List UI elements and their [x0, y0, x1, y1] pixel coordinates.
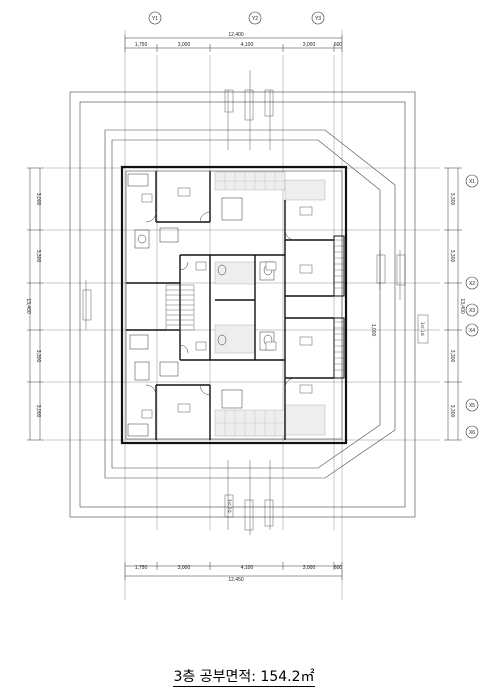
axis-label-y1: Y1 [152, 16, 158, 22]
axis-label-x3: X3 [469, 308, 475, 314]
outer-outlines [69, 91, 416, 518]
building-walls [120, 165, 348, 445]
left-dim-5: 3,000 [35, 405, 41, 418]
right-dim-5: 3,300 [449, 405, 455, 418]
floor-area-caption: 3층 공부면적: 154.2㎡ [0, 666, 488, 687]
door-swings [145, 211, 296, 396]
top-dim-5: 600 [334, 42, 343, 48]
left-dim-4: 3,300 [35, 350, 41, 363]
left-dimension-chain [27, 167, 44, 441]
caption-text: 3층 공부면적: 154.2㎡ [173, 669, 315, 687]
right-dim-4: 3,300 [449, 350, 455, 363]
bottom-dim-3: 4,100 [241, 565, 254, 571]
top-total-dimension: 12,400 [228, 32, 244, 38]
mid-dimension: 1,000 [370, 324, 376, 337]
grid-lines [45, 30, 440, 600]
axis-label-x6: X6 [469, 430, 475, 436]
unit-tag-right: 3rd 1호 [420, 322, 425, 336]
note-blocks [82, 89, 429, 531]
right-dimension-chain [444, 167, 462, 441]
axis-label-x5: X5 [469, 403, 475, 409]
axis-label-x2: X2 [469, 281, 475, 287]
top-dim-3: 4,100 [241, 42, 254, 48]
stair [165, 284, 195, 331]
floor-plan-drawing: Y1 Y2 Y3 X1 X2 X3 X4 X5 X6 12,400 1,750 … [25, 11, 479, 600]
bottom-dim-5: 600 [334, 565, 343, 571]
right-dim-3: 13,400 [459, 298, 465, 314]
axis-label-y3: Y3 [315, 16, 321, 22]
note-leaders [85, 70, 401, 535]
axis-label-x4: X4 [469, 328, 475, 334]
axis-label-y2: Y2 [252, 16, 258, 22]
fixtures [127, 173, 275, 437]
room-tags [141, 187, 313, 419]
top-dim-1: 1,750 [135, 42, 148, 48]
bottom-total-dimension: 12,450 [228, 577, 244, 583]
bottom-dim-2: 3,000 [178, 565, 191, 571]
unit-tag-bottom: 3rd 2호 [227, 499, 232, 513]
bottom-dim-1: 1,750 [135, 565, 148, 571]
bottom-dim-4: 3,000 [303, 565, 316, 571]
top-dim-2: 3,000 [178, 42, 191, 48]
right-dim-2: 3,300 [449, 250, 455, 263]
right-axis-markers: X1 X2 X3 X4 X5 X6 [465, 174, 479, 439]
balcony-hatch [333, 235, 345, 379]
tile-grid [215, 172, 285, 436]
left-dim-2: 3,300 [35, 250, 41, 263]
top-dim-4: 3,000 [303, 42, 316, 48]
top-axis-markers: Y1 Y2 Y3 [148, 11, 325, 25]
left-dim-1: 3,000 [35, 193, 41, 206]
axis-label-x1: X1 [469, 179, 475, 185]
left-dim-3: 13,400 [25, 298, 31, 314]
right-dim-1: 3,300 [449, 193, 455, 206]
